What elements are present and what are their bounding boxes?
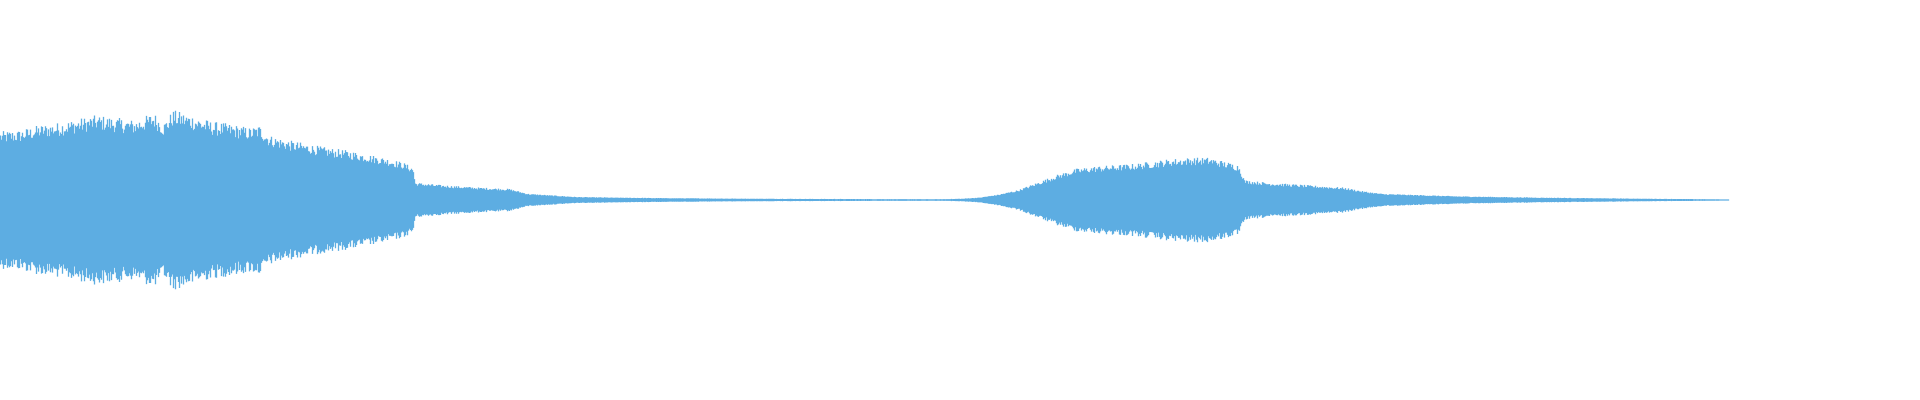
waveform-graphic xyxy=(0,110,1730,290)
audio-waveform xyxy=(0,110,1730,290)
